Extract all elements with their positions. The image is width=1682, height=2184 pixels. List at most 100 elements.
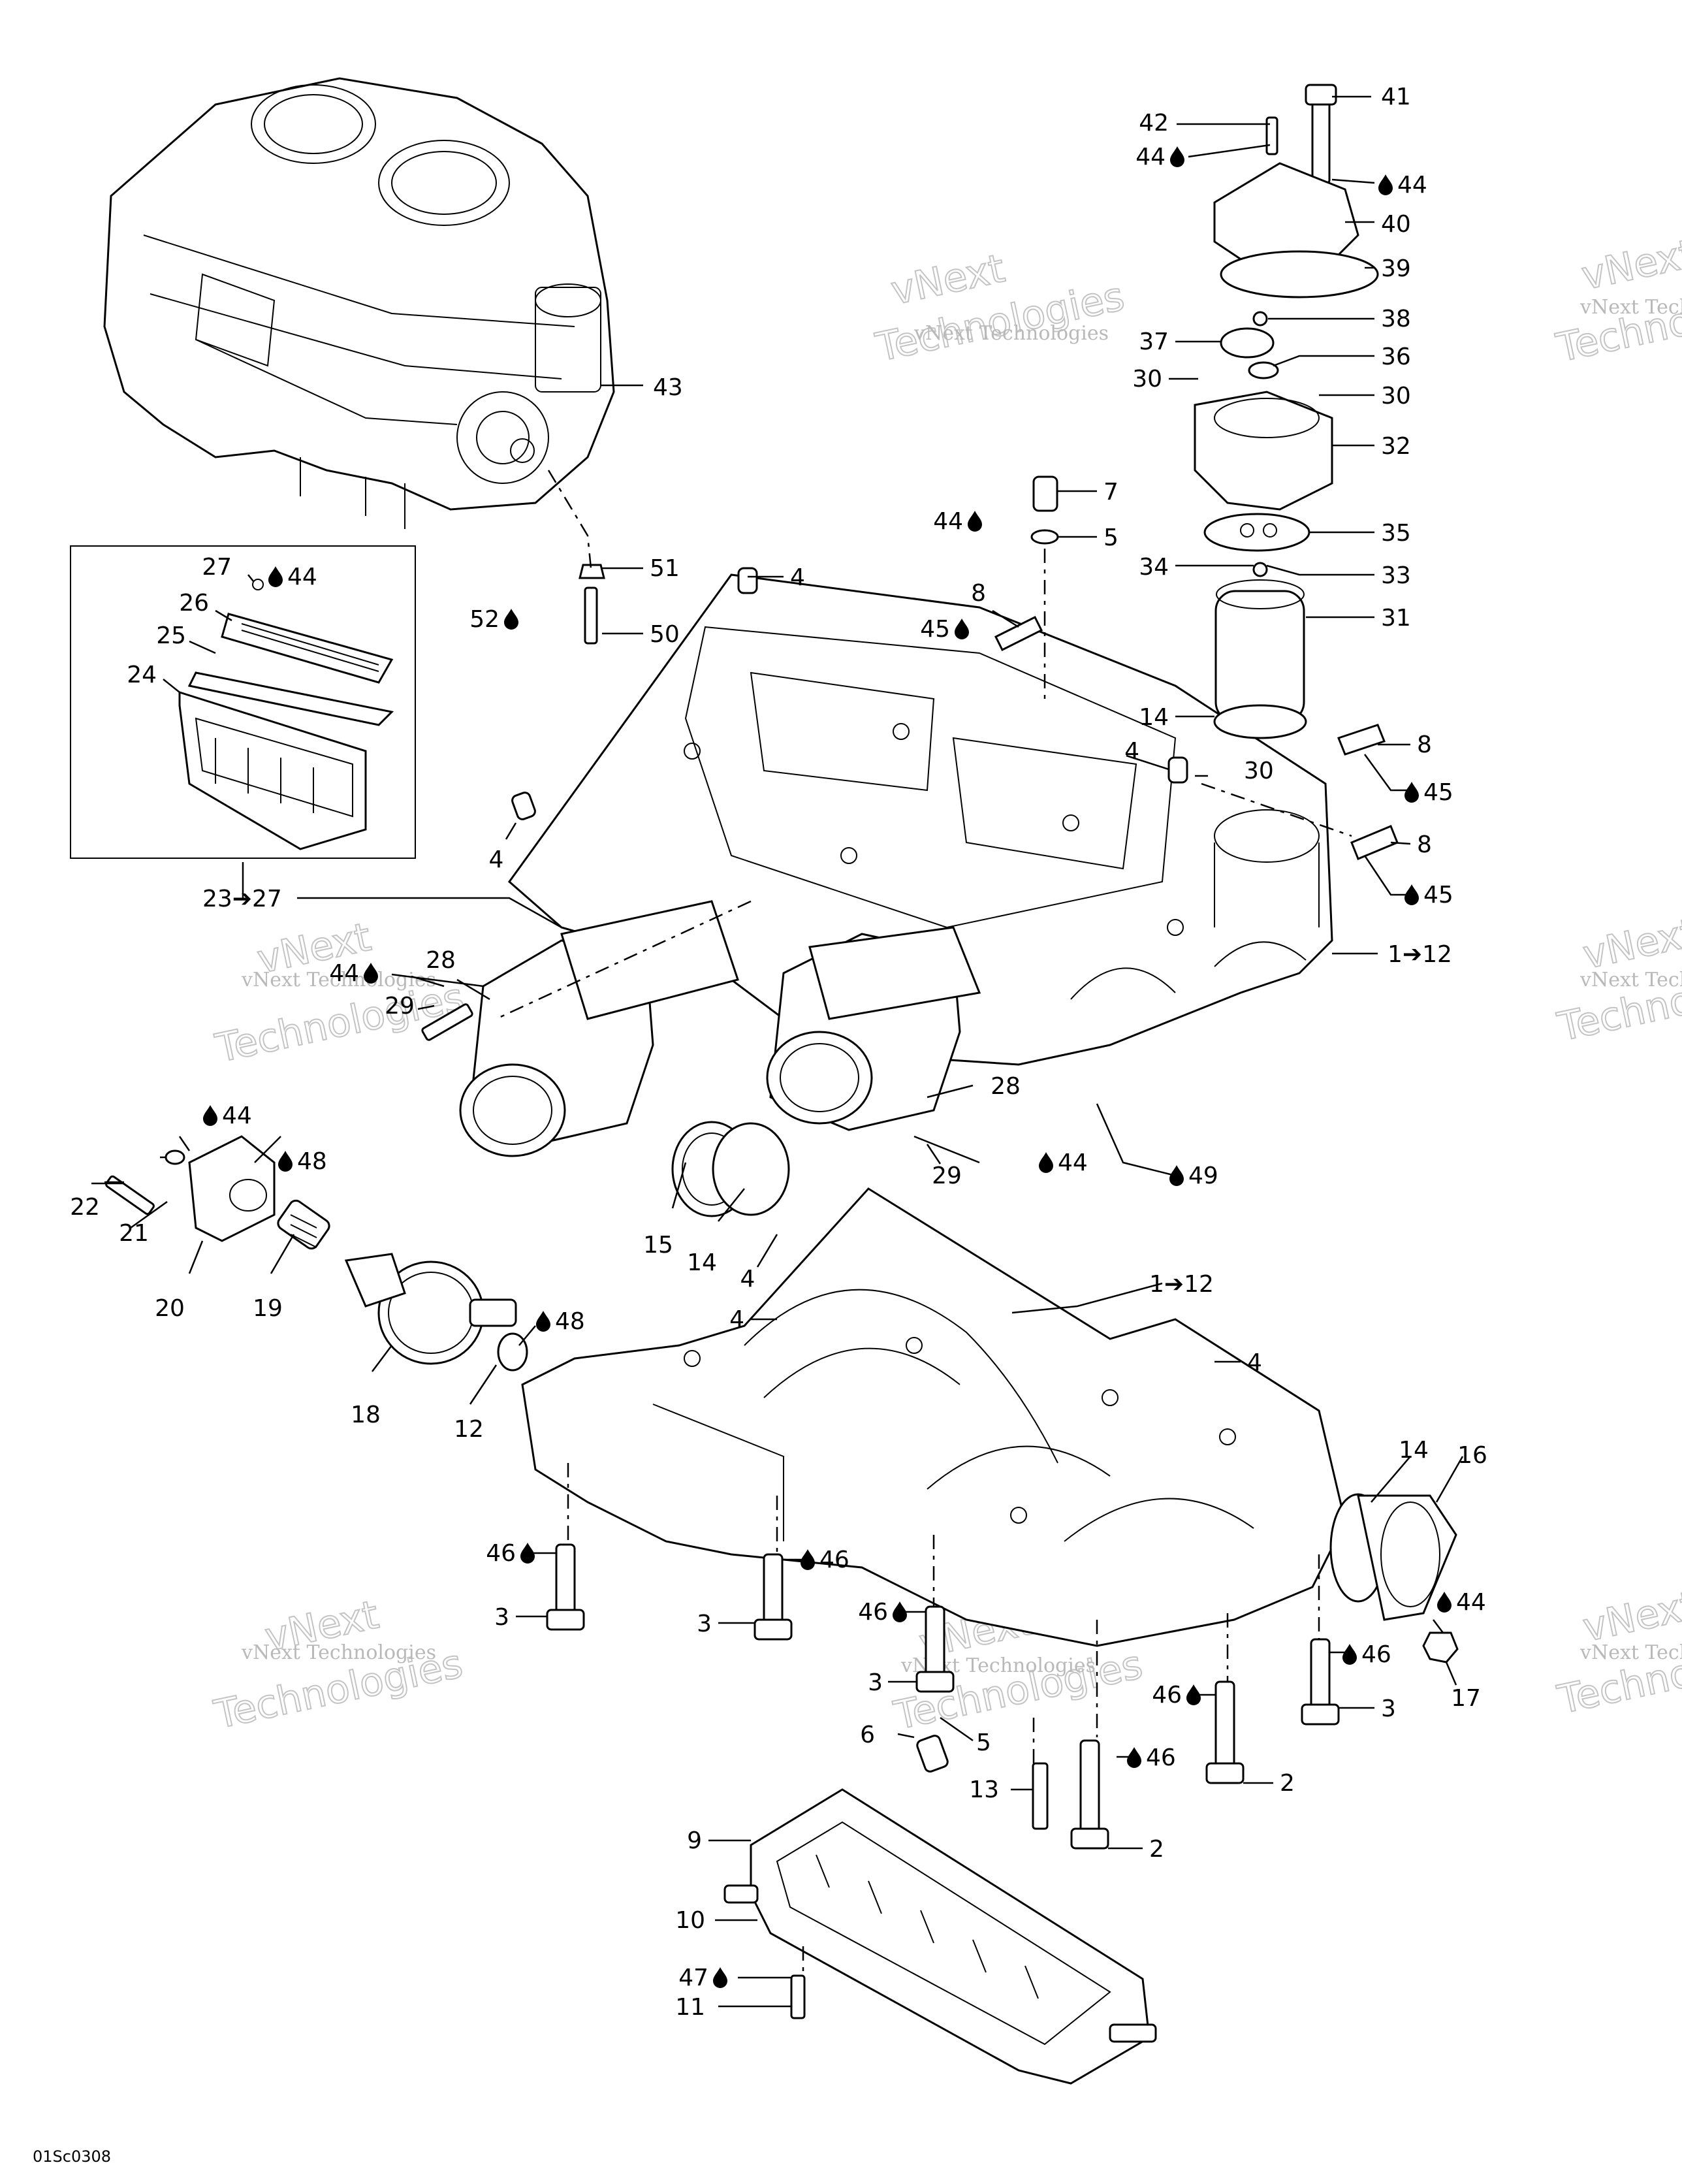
callout-number: 27 [202, 554, 232, 581]
leader-lines [91, 95, 1464, 2008]
starter-drive-group [105, 1135, 528, 1372]
callout-number: 36 [1381, 344, 1411, 370]
callout-c8c: 8 [1417, 831, 1432, 858]
callout-c20: 20 [155, 1295, 185, 1322]
callout-number: 44 [287, 564, 317, 590]
callout-c4b: 4 [1124, 738, 1139, 765]
callout-number: 46 [1152, 1682, 1182, 1709]
lubricant-drop-icon [1039, 1152, 1053, 1173]
intake-boot-rings [671, 1121, 790, 1217]
oil-pan [723, 1788, 1157, 2085]
callout-number: 3 [494, 1604, 509, 1631]
callout-c52: 52 [469, 606, 518, 633]
callout-number: 44 [1058, 1149, 1088, 1176]
callout-c30a: 30 [1132, 366, 1162, 393]
callout-c45c: 45 [1404, 882, 1453, 908]
callout-number: 4 [489, 846, 504, 873]
callout-number: 8 [1417, 831, 1432, 858]
callout-number: 14 [1139, 704, 1169, 731]
callout-c45b: 45 [1404, 779, 1453, 806]
callout-c34: 34 [1139, 554, 1169, 581]
callout-number: 1➔12 [1388, 941, 1452, 968]
callout-c17: 17 [1451, 1685, 1481, 1712]
callout-number: 13 [969, 1776, 999, 1803]
callout-c7: 7 [1103, 479, 1119, 506]
callout-number: 3 [697, 1611, 712, 1637]
callout-c47: 47 [678, 1965, 727, 1991]
callout-number: 28 [991, 1073, 1021, 1100]
callout-c35: 35 [1381, 520, 1411, 547]
side-cover [1329, 1493, 1457, 1621]
reference-code: 01Sc0308 [33, 2147, 111, 2166]
callout-c46c: 46 [858, 1599, 907, 1626]
callout-number: 44 [1456, 1589, 1486, 1616]
callout-number: 24 [127, 662, 157, 688]
callout-number: 38 [1381, 306, 1411, 332]
callout-number: 50 [650, 621, 680, 648]
callout-number: 34 [1139, 554, 1169, 581]
watermark-text: vNext Technologies [913, 322, 1109, 345]
lubricant-drop-icon [1169, 1165, 1184, 1186]
callout-c5a: 5 [1103, 524, 1119, 551]
callout-c31: 31 [1381, 605, 1411, 632]
callout-c44d: 44 [268, 564, 317, 590]
callout-number: 37 [1139, 329, 1169, 355]
callout-c4e: 4 [729, 1306, 744, 1333]
callout-number: 11 [675, 1994, 705, 2021]
callout-c14c: 14 [1399, 1437, 1429, 1464]
callout-number: 29 [932, 1163, 962, 1189]
callout-number: 9 [687, 1827, 702, 1854]
callout-number: 1➔12 [1149, 1271, 1214, 1298]
lubricant-drop-icon [801, 1549, 815, 1570]
watermark: vNext Technologies [871, 245, 1129, 372]
callout-number: 14 [1399, 1437, 1429, 1464]
callout-c26: 26 [179, 590, 209, 617]
callout-c44a: 44 [1135, 144, 1184, 170]
callout-c44g: 44 [1039, 1149, 1088, 1176]
callout-number: 44 [222, 1102, 252, 1129]
callout-c44b: 44 [1378, 172, 1427, 199]
callout-number: 31 [1381, 605, 1411, 632]
callout-c37: 37 [1139, 329, 1169, 355]
callout-c3b: 3 [697, 1611, 712, 1637]
callout-number: 3 [868, 1669, 883, 1696]
callout-c3d: 3 [1381, 1695, 1396, 1722]
callout-number: 32 [1381, 433, 1411, 460]
callout-c49: 49 [1169, 1163, 1218, 1189]
lubricant-drop-icon [1404, 782, 1419, 803]
callout-c19: 19 [253, 1295, 283, 1322]
callout-c13: 13 [969, 1776, 999, 1803]
callout-number: 16 [1457, 1442, 1487, 1469]
callout-number: 6 [860, 1722, 875, 1748]
callout-number: 46 [1361, 1641, 1391, 1668]
callout-c39: 39 [1381, 255, 1411, 282]
callout-c50: 50 [650, 621, 680, 648]
callout-number: 21 [119, 1220, 149, 1247]
callout-number: 48 [297, 1148, 327, 1175]
callout-c25: 25 [156, 622, 186, 649]
lubricant-drop-icon [1378, 174, 1393, 195]
callout-c46b: 46 [801, 1547, 849, 1573]
lubricant-drop-icon [955, 618, 969, 639]
callout-c14b: 14 [687, 1249, 717, 1276]
callout-number: 46 [858, 1599, 888, 1626]
lubricant-drop-icon [1186, 1684, 1201, 1705]
callout-number: 17 [1451, 1685, 1481, 1712]
callout-c14a: 14 [1139, 704, 1169, 731]
callout-c36: 36 [1381, 344, 1411, 370]
intake-manifold-left [459, 900, 739, 1157]
reed-valve-kit [70, 545, 416, 859]
callout-c3a: 3 [494, 1604, 509, 1631]
crankcase-bolts [546, 1543, 1459, 1850]
callout-c24: 24 [127, 662, 157, 688]
lubricant-drop-icon [1404, 884, 1419, 905]
callout-number: 7 [1103, 479, 1119, 506]
callout-c8a: 8 [971, 580, 986, 607]
callout-c44f: 44 [203, 1102, 252, 1129]
callout-c22: 22 [70, 1194, 100, 1221]
lubricant-drop-icon [893, 1601, 907, 1622]
callout-c16: 16 [1457, 1442, 1487, 1469]
callout-c30c: 30 [1244, 758, 1274, 784]
lubricant-drop-icon [520, 1543, 535, 1564]
